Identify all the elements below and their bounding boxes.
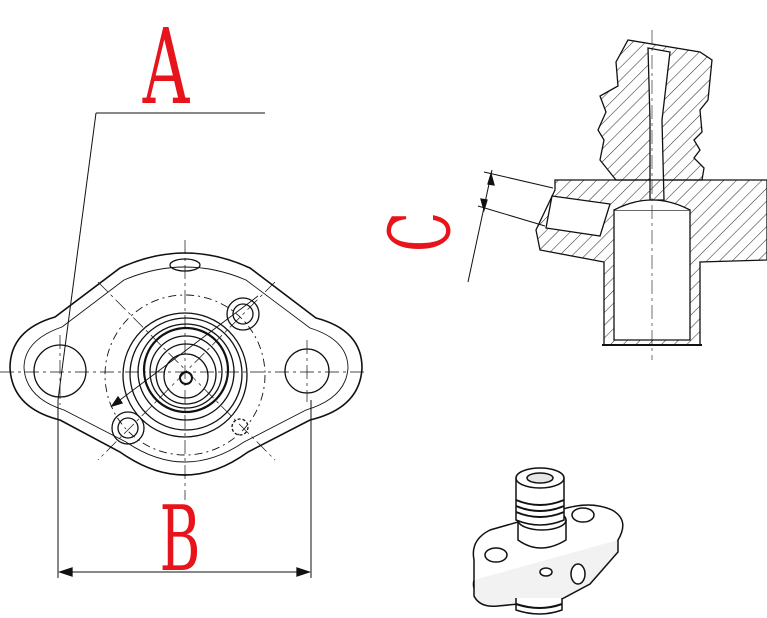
dimension-c-extension-top <box>483 171 554 189</box>
bolt-circle <box>104 294 266 456</box>
dimension-a-leader-diagonal <box>57 112 97 401</box>
front-view-drawing <box>0 112 367 578</box>
center-lines <box>0 240 367 500</box>
iso-left-hole <box>484 547 508 563</box>
center-bore <box>179 371 193 385</box>
section-view-drawing <box>467 30 767 360</box>
boss-ring-5 <box>155 343 217 405</box>
label-a: A <box>142 8 190 128</box>
iso-stem-bore <box>526 472 554 484</box>
iso-bottom-grooves <box>515 603 563 609</box>
side-port <box>545 195 611 237</box>
lower-right-pin-hole <box>231 418 249 436</box>
iso-side-port <box>570 563 586 585</box>
dimension-c-arrow-top <box>487 171 495 186</box>
lower-left-bolt-hole-inner <box>117 417 139 439</box>
boss-ring-3 <box>142 326 230 414</box>
boss-ring-6 <box>163 353 209 399</box>
iso-small-hole <box>539 567 553 577</box>
flange-outline <box>9 252 363 476</box>
upper-right-bolt-hole <box>226 297 260 331</box>
lower-left-bolt-hole <box>111 411 145 445</box>
dimension-c-arrow-bottom <box>480 198 488 213</box>
iso-stem-grooves <box>515 499 565 518</box>
bolt-circle-dimension-line <box>111 295 259 407</box>
flange-inner-edge <box>23 266 349 463</box>
iso-right-hole <box>571 507 595 523</box>
iso-stem <box>515 478 565 526</box>
boss-outer <box>122 312 248 438</box>
dimension-b-arrow-right <box>296 567 312 577</box>
iso-bottom-stub <box>515 598 563 615</box>
boss-ring-1 <box>129 317 243 431</box>
isometric-render <box>472 467 624 615</box>
bolt-circle-arrow-head <box>110 395 124 408</box>
dimension-c-extension-bottom <box>477 205 546 227</box>
dimension-c-line <box>467 169 493 283</box>
label-c: C <box>373 212 470 252</box>
upper-right-bolt-hole-inner <box>232 303 254 325</box>
dimension-b-arrow-left <box>57 567 73 577</box>
label-b: B <box>160 487 201 592</box>
